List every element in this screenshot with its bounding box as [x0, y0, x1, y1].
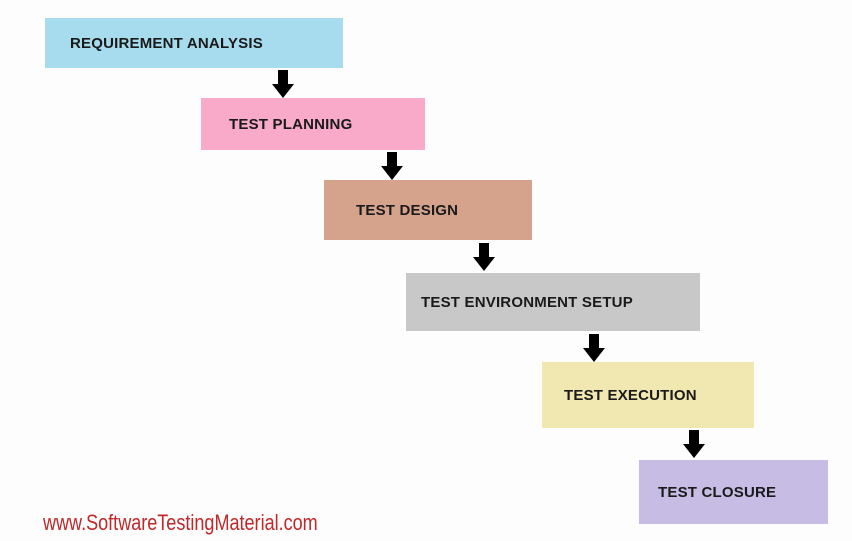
down-arrow-icon — [381, 152, 403, 180]
stage-label: TEST CLOSURE — [658, 483, 777, 501]
down-arrow-icon — [683, 430, 705, 458]
stage-label: TEST PLANNING — [229, 115, 353, 133]
stage-test-planning: TEST PLANNING — [201, 98, 425, 150]
stage-label: TEST EXECUTION — [564, 386, 697, 404]
stage-label: TEST ENVIRONMENT SETUP — [421, 293, 633, 311]
down-arrow-icon — [583, 334, 605, 362]
stage-test-design: TEST DESIGN — [324, 180, 532, 240]
down-arrow-icon — [272, 70, 294, 98]
stage-label: REQUIREMENT ANALYSIS — [70, 34, 263, 52]
stage-test-closure: TEST CLOSURE — [639, 460, 828, 524]
stage-test-execution: TEST EXECUTION — [542, 362, 754, 428]
stage-requirement-analysis: REQUIREMENT ANALYSIS — [45, 18, 343, 68]
website-watermark: www.SoftwareTestingMaterial.com — [43, 510, 318, 535]
stage-test-environment-setup: TEST ENVIRONMENT SETUP — [406, 273, 700, 331]
down-arrow-icon — [473, 243, 495, 271]
stage-label: TEST DESIGN — [356, 201, 459, 219]
